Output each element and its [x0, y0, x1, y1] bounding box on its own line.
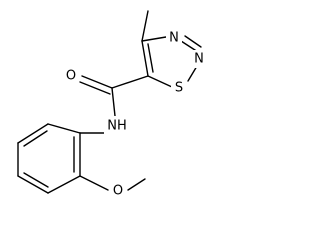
molecule-diagram: N N S O NH O [17, 10, 208, 200]
bond-carbonyl-n [111, 87, 116, 117]
bond-n3-n2-b [184, 35, 202, 48]
bond-c5-c4-a [141, 40, 149, 77]
atom-label-oxygen-methoxy: O [113, 184, 123, 199]
bond-n2-s1 [187, 65, 198, 82]
bond-c5-c4-b [147, 43, 154, 73]
atom-n-upper: N [166, 29, 182, 47]
bond-ring-5 [47, 175, 81, 194]
bond-aryl-o-methoxy [79, 175, 109, 191]
bond-methyl-c4 [141, 10, 149, 42]
atom-label-sulfur: S [175, 81, 183, 96]
bond-s1-c5 [147, 75, 173, 88]
atom-label-n-right: N [194, 52, 204, 67]
bond-ring-4 [17, 175, 49, 194]
bond-ring-2 [17, 123, 49, 144]
atom-oxygen-carbonyl: O [63, 67, 79, 85]
bond-c5-ccarbonyl [111, 75, 149, 89]
bond-c4-n3 [141, 36, 167, 42]
atom-sulfur: S [171, 79, 187, 97]
bond-o-methyl [127, 178, 146, 191]
bond-ring-inner-2 [23, 172, 49, 188]
bond-ring-inner-1 [23, 130, 48, 147]
atom-label-amide-nitrogen: NH [107, 119, 127, 134]
bond-carbonyl-o-b [79, 81, 111, 95]
bond-carbonyl-o-a [81, 75, 113, 89]
atom-label-n-upper: N [169, 31, 179, 46]
atom-oxygen-methoxy: O [110, 182, 126, 200]
atom-n-right: N [192, 50, 208, 68]
atom-amide-nitrogen: NH [104, 116, 130, 134]
atom-label-oxygen-carbonyl: O [66, 69, 76, 84]
bond-ring-1 [47, 123, 81, 134]
